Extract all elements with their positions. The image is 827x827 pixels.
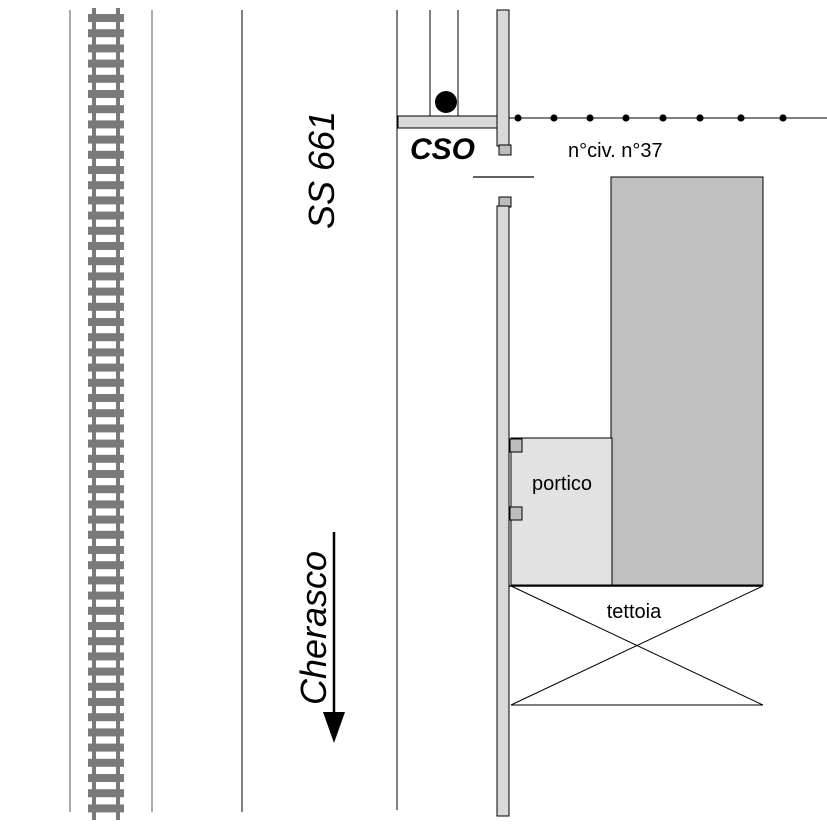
railway-sleeper bbox=[88, 743, 124, 752]
railway-sleeper bbox=[88, 90, 124, 98]
railway-sleeper bbox=[88, 14, 124, 22]
railway-sleeper bbox=[88, 318, 124, 326]
railway-sleeper bbox=[88, 378, 124, 387]
railway-sleeper bbox=[88, 409, 124, 418]
railway-sleeper bbox=[88, 272, 124, 281]
railway-sleeper bbox=[88, 728, 124, 737]
railway-sleeper bbox=[88, 667, 124, 676]
railway-sleepers bbox=[88, 14, 124, 813]
railway-sleeper bbox=[88, 181, 124, 190]
railway-sleeper bbox=[88, 196, 124, 205]
portico-area bbox=[510, 437, 613, 586]
boundary-dot bbox=[737, 114, 745, 122]
railway-sleeper bbox=[88, 211, 124, 220]
railway-sleeper bbox=[88, 470, 124, 478]
arrow-head bbox=[323, 712, 345, 743]
boundary-dots bbox=[514, 114, 787, 122]
railway-sleeper bbox=[88, 606, 124, 615]
railway-track bbox=[69, 8, 153, 820]
gate-pillar-top bbox=[498, 144, 512, 156]
railway-sleeper bbox=[88, 348, 124, 357]
railway-sleeper bbox=[88, 652, 124, 661]
railway-sleeper bbox=[88, 561, 124, 570]
railway-sleeper bbox=[88, 789, 124, 798]
civic-number-label: n°civ. n°37 bbox=[568, 140, 663, 162]
cso-marker-dot bbox=[435, 91, 457, 113]
boundary-dot bbox=[696, 114, 704, 122]
railway-sleeper bbox=[88, 576, 124, 585]
railway-sleeper bbox=[88, 424, 124, 433]
canopy-diagonal-2 bbox=[510, 585, 764, 706]
railway-sleeper bbox=[88, 59, 124, 68]
railway-sleeper bbox=[88, 713, 124, 722]
railway-sleeper bbox=[88, 485, 124, 494]
railway-sleeper bbox=[88, 500, 124, 509]
road-label: SS 661 bbox=[301, 111, 342, 229]
boundary-dot bbox=[550, 114, 558, 122]
railway-sleeper bbox=[88, 454, 124, 463]
portico-pillar-lower bbox=[509, 506, 523, 521]
canopy-area bbox=[509, 585, 764, 706]
railway-sleeper bbox=[88, 622, 124, 630]
railway-sleeper bbox=[88, 774, 124, 782]
railway-sleeper bbox=[88, 29, 124, 38]
boundary-dot bbox=[659, 114, 667, 122]
boundary-dot bbox=[622, 114, 630, 122]
railway-sleeper bbox=[88, 150, 124, 159]
railway-sleeper bbox=[88, 135, 124, 144]
portico-pillar-upper bbox=[509, 438, 523, 453]
railway-sleeper bbox=[88, 758, 124, 767]
canopy-label: tettoia bbox=[607, 601, 662, 623]
railway-sleeper bbox=[88, 439, 124, 448]
railway-sleeper bbox=[88, 44, 124, 53]
wall-upper-segment bbox=[496, 9, 510, 147]
direction-label: Cherasco bbox=[293, 551, 334, 705]
cso-label: CSO bbox=[410, 133, 475, 166]
railway-sleeper bbox=[88, 363, 124, 372]
railway-sleeper bbox=[88, 74, 124, 83]
building bbox=[610, 176, 764, 586]
railway-sleeper bbox=[88, 637, 124, 646]
wall-lower-segment bbox=[496, 205, 510, 817]
portico-label: portico bbox=[532, 473, 592, 495]
cso-slab bbox=[397, 115, 499, 129]
railway-sleeper bbox=[88, 394, 124, 402]
railway-sleeper bbox=[88, 333, 124, 342]
direction-arrow bbox=[323, 532, 345, 743]
boundary-dot bbox=[514, 114, 522, 122]
railway-sleeper bbox=[88, 591, 124, 600]
railway-sleeper bbox=[88, 287, 124, 296]
railway-sleeper bbox=[88, 698, 124, 706]
boundary-dot bbox=[586, 114, 594, 122]
railway-sleeper bbox=[88, 166, 124, 174]
railway-sleeper bbox=[88, 302, 124, 311]
railway-sleeper bbox=[88, 105, 124, 114]
boundary-dot bbox=[779, 114, 787, 122]
railway-sleeper bbox=[88, 257, 124, 266]
railway-sleeper bbox=[88, 515, 124, 524]
railway-sleeper bbox=[88, 242, 124, 250]
railway-sleeper bbox=[88, 530, 124, 539]
railway-sleeper bbox=[88, 546, 124, 554]
railway-sleeper bbox=[88, 226, 124, 235]
railway-sleeper bbox=[88, 120, 124, 129]
railway-sleeper bbox=[88, 804, 124, 813]
railway-sleeper bbox=[88, 682, 124, 691]
